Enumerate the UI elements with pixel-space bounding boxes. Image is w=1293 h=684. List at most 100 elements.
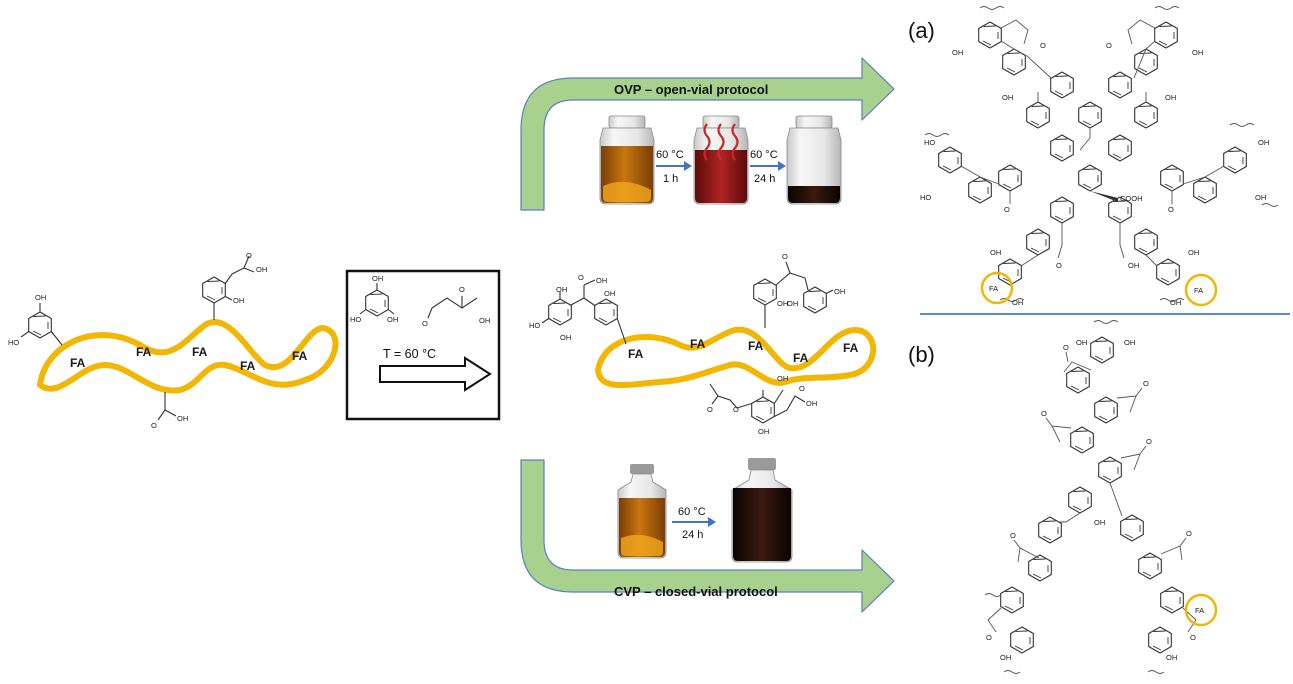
o-label: O [1106,41,1112,50]
ho-label: HO [920,193,931,202]
ovp-step2-temp: 60 °C [750,149,778,161]
o-label: O [782,252,788,261]
oh-label: OH [1094,518,1105,527]
oh-label: OH [1166,653,1177,662]
oh-label: OH [1124,338,1135,347]
fa-chain-left [37,319,339,394]
ovp-step2-arrowhead [778,161,786,171]
benzofuranone-ring [803,286,834,314]
oh-label: OH [777,374,788,383]
reaction-condition: T = 60 °C [383,347,436,361]
ovp-step2-time: 24 h [754,173,775,185]
oh-label: OH [834,287,845,296]
oh-label: OH [479,316,490,325]
vapour-wave-icon [703,123,711,161]
ovp-route-arrow: OVP – open-vial protocol [520,57,895,211]
cvp-route-arrow: CVP – closed-vial protocol [520,459,895,613]
oh-label: OH [1188,248,1199,257]
fa-highlight-circle [980,271,1014,305]
oh-label: OH [1000,653,1011,662]
fa-small-label: FA [1195,606,1204,615]
reaction-box: OH HO OH O O OH T = 60 °C [345,269,501,421]
oh-label: OH [387,315,398,324]
o-label: O [707,405,713,414]
oh-label: OH [256,265,267,274]
o-label: O [1004,205,1010,214]
oh-label: OH [787,299,798,308]
phenol-ring [20,303,63,346]
carboxyl-group [157,392,177,421]
oh-label: OH [556,285,567,294]
o-label: O [151,421,157,430]
o-label: O [459,285,465,294]
o-label: O [1063,343,1069,352]
ovp-step1-temp: 60 °C [656,149,684,161]
ho-label: HO [529,321,540,330]
o-label: O [1186,529,1192,538]
cvp-vial-black [731,458,793,563]
o-label: O [246,251,252,260]
oh-label: OH [1255,193,1266,202]
ho-label: HO [350,315,361,324]
fa-small-label: FA [1194,286,1203,295]
ovp-vial-amber [599,115,655,205]
vapour-wave-icon [731,123,739,161]
fa-label: FA [843,341,859,355]
cvp-arrowhead [708,517,716,527]
panel-label-a: (a) [908,18,935,43]
vapour-wave-icon [717,123,725,161]
fa-label: FA [136,345,152,359]
cvp-time: 24 h [682,529,703,541]
oh-label: OH [990,248,1001,257]
phloroglucinol [359,283,395,317]
fa-label: FA [70,356,86,370]
o-label: O [1168,205,1174,214]
ester-ring [736,389,788,424]
fa-label: FA [748,339,764,353]
starting-polymer: FA FA FA FA FA OH HO O OH OH [8,251,339,430]
oh-label: OH [758,427,769,436]
o-label: O [1146,437,1152,446]
oh-label: OH [177,414,188,423]
network-b: OH OH O O O O OH O O O O OH OH FA [984,320,1218,674]
reaction-arrow [379,356,492,392]
oh-label: OH [1170,298,1181,307]
ho-label: HO [8,338,19,347]
oh-label: OH [952,48,963,57]
oh-label: OH [604,289,615,298]
oh-label: OH [372,274,383,283]
fa-label: FA [292,349,308,363]
network-a: OH OH O O HO OH OH OH COOH HO OH O O OH … [920,6,1279,307]
o-label: O [1190,633,1196,642]
oh-label: OH [233,296,244,305]
fa-small-label: FA [989,284,998,293]
functionalised-polymer: FA FA FA FA FA OH O OH OH HO OH [529,252,877,436]
fa-label: FA [192,345,208,359]
ovp-step1-time: 1 h [663,173,678,185]
ovp-label: OVP – open-vial protocol [614,82,768,97]
cooh-label: COOH [1120,194,1143,203]
adduct-ring [541,292,572,326]
o-label: O [733,405,739,414]
o-label: O [578,273,584,282]
o-label: O [1143,379,1149,388]
o-label: O [1041,409,1047,418]
cvp-vial-amber [617,464,667,559]
o-label: O [1010,531,1016,540]
oh-label: OH [35,293,46,302]
o-label: O [799,384,805,393]
oh-label: OH [1165,93,1176,102]
cvp-temp: 60 °C [678,506,706,518]
oh-label: OH [1012,298,1023,307]
oh-label: OH [777,299,788,308]
fa-highlight-circle [1184,593,1218,627]
ovp-vial-red [693,115,749,205]
fa-label: FA [793,351,809,365]
panel-label-b: (b) [908,342,935,367]
ho-label: HO [924,138,935,147]
oh-label: OH [1258,138,1269,147]
oh-label: OH [560,333,571,342]
o-label: O [1056,261,1062,270]
oh-label: OH [1192,48,1203,57]
